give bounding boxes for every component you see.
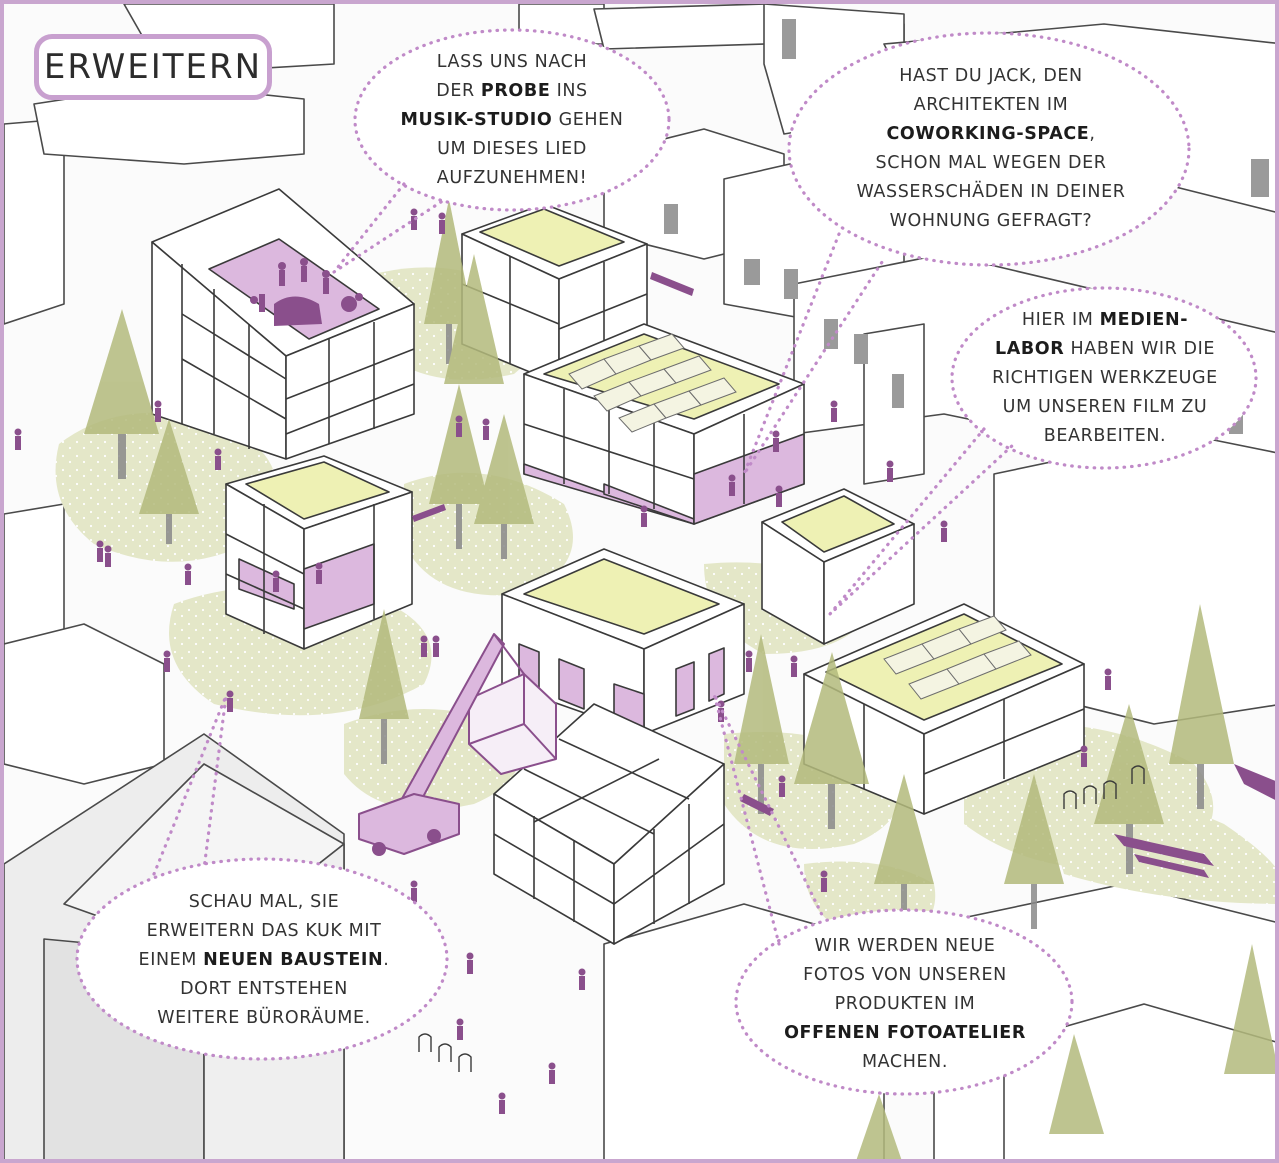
benches xyxy=(412,272,1275,878)
bubble-line: ARCHITEKTEN IM xyxy=(826,91,1156,120)
bubble-text-segment: MACHEN. xyxy=(861,1052,949,1072)
bubble-line: UM UNSEREN FILM ZU xyxy=(974,393,1236,422)
bubble-text-segment: DORT ENTSTEHEN xyxy=(180,979,348,999)
bubble-coworking-outline xyxy=(787,31,1191,267)
bubble-line: EINEM NEUEN BAUSTEIN. xyxy=(114,946,414,975)
bubble-line: SCHAU MAL, SIE xyxy=(114,888,414,917)
bubble-line: COWORKING-SPACE, xyxy=(826,120,1156,149)
bubble-line: LASS UNS NACH xyxy=(392,48,632,77)
bubble-line: HAST DU JACK, DEN xyxy=(826,62,1156,91)
bubble-text-segment: INS xyxy=(550,81,588,101)
bubble-text-segment: LASS UNS NACH xyxy=(436,52,588,72)
bubble-line: AUFZUNEHMEN! xyxy=(392,164,632,193)
bubble-text-segment: SCHAU MAL, SIE xyxy=(188,892,340,912)
bubble-line: WEITERE BÜRORÄUME. xyxy=(114,1004,414,1033)
isometric-campus-scene xyxy=(4,4,1275,1159)
bubble-highlight: COWORKING-SPACE xyxy=(886,124,1090,144)
bubble-highlight: NEUEN BAUSTEIN xyxy=(203,950,384,970)
bubble-studio-outline xyxy=(353,28,671,212)
bubble-text-segment: GEHEN xyxy=(552,110,624,130)
trees xyxy=(84,199,1275,1159)
title-badge: ERWEITERN xyxy=(34,34,272,100)
bubble-text-segment: WASSERSCHÄDEN IN DEINER xyxy=(856,182,1126,202)
bubble-text-segment: WIR WERDEN NEUE xyxy=(814,936,996,956)
bubble-line: MUSIK-STUDIO GEHEN xyxy=(392,106,632,135)
bubble-text-segment: HIER IM xyxy=(1021,310,1100,330)
bubble-fotoatelier-outline xyxy=(734,908,1074,1096)
bubble-medienlabor-tail xyxy=(828,427,1016,616)
title-text: ERWEITERN xyxy=(43,47,263,87)
background-building-windows xyxy=(664,19,1269,434)
bike-racks xyxy=(418,765,1145,1072)
bubble-text-segment: RICHTIGEN WERKZEUGE xyxy=(992,368,1218,388)
bubble-text-segment: EINEM xyxy=(138,950,204,970)
bubble-highlight: PROBE xyxy=(480,81,551,101)
bubble-baustein-tail xyxy=(152,695,228,876)
bubble-line: DORT ENTSTEHEN xyxy=(114,975,414,1004)
building-small-right xyxy=(761,488,915,645)
people xyxy=(14,208,1112,1114)
bubble-text-segment: HAST DU JACK, DEN xyxy=(899,66,1083,86)
bubble-text-segment: DER xyxy=(436,81,481,101)
right-building-solar-panels xyxy=(883,615,1032,700)
bubble-text-segment: UM DIESES LIED xyxy=(437,139,587,159)
coworking-solar-panels xyxy=(568,333,737,433)
bubble-highlight: OFFENEN FOTOATELIER xyxy=(784,1023,1026,1043)
bubble-line: FOTOS VON UNSEREN xyxy=(774,961,1036,990)
bubble-text-segment: WEITERE BÜRORÄUME. xyxy=(157,1008,371,1028)
rooftop-musicians xyxy=(250,258,363,326)
bubble-line: DER PROBE INS xyxy=(392,77,632,106)
bubble-text-segment: WOHNUNG GEFRAGT? xyxy=(889,211,1093,231)
bubble-studio-tail xyxy=(332,182,446,274)
bubble-coworking-text: HAST DU JACK, DEN ARCHITEKTEN IM COWORKING… xyxy=(826,62,1156,236)
bubble-line: HIER IM MEDIEN- xyxy=(974,306,1236,335)
bubble-highlight: LABOR xyxy=(994,339,1065,359)
bubble-fotoatelier-text: WIR WERDEN NEUE FOTOS VON UNSEREN PRODUKTE… xyxy=(774,932,1036,1077)
bubble-line: RICHTIGEN WERKZEUGE xyxy=(974,364,1236,393)
bubble-text-segment: , xyxy=(1089,124,1096,144)
building-fotoatelier xyxy=(501,548,745,735)
bubble-line: OFFENEN FOTOATELIER xyxy=(774,1019,1036,1048)
bubble-line: SCHON MAL WEGEN DER xyxy=(826,149,1156,178)
bubble-line: UM DIESES LIED xyxy=(392,135,632,164)
bubble-line: BEARBEITEN. xyxy=(974,422,1236,451)
bubble-text-segment: ERWEITERN DAS KUK MIT xyxy=(146,921,382,941)
bubble-text-segment: ARCHITEKTEN IM xyxy=(913,95,1069,115)
bubble-medienlabor-outline xyxy=(950,286,1258,470)
bubble-highlight: MUSIK-STUDIO xyxy=(400,110,553,130)
speech-bubbles xyxy=(75,28,1258,1096)
bubble-line: WIR WERDEN NEUE xyxy=(774,932,1036,961)
bubble-text-segment: . xyxy=(383,950,390,970)
bubble-line: ERWEITERN DAS KUK MIT xyxy=(114,917,414,946)
bubble-line: LABOR HABEN WIR DIE xyxy=(974,335,1236,364)
building-medienlabor xyxy=(225,455,413,650)
bubble-baustein-outline xyxy=(75,857,449,1061)
bubble-line: WASSERSCHÄDEN IN DEINER xyxy=(826,178,1156,207)
bubble-text-segment: UM UNSEREN FILM ZU xyxy=(1002,397,1208,417)
bubble-coworking-tail xyxy=(742,232,886,475)
bubble-line: MACHEN. xyxy=(774,1048,1036,1077)
bubble-line: PRODUKTEN IM xyxy=(774,990,1036,1019)
bubble-highlight: MEDIEN- xyxy=(1099,310,1189,330)
bubble-text-segment: PRODUKTEN IM xyxy=(834,994,976,1014)
bubble-text-segment: AUFZUNEHMEN! xyxy=(436,168,588,188)
bubble-text-segment: HABEN WIR DIE xyxy=(1064,339,1216,359)
bubble-text-segment: SCHON MAL WEGEN DER xyxy=(875,153,1107,173)
bubble-line: WOHNUNG GEFRAGT? xyxy=(826,207,1156,236)
bubble-baustein-text: SCHAU MAL, SIE ERWEITERN DAS KUK MIT EINEM… xyxy=(114,888,414,1033)
bubble-text-segment: FOTOS VON UNSEREN xyxy=(803,965,1007,985)
bubble-text-segment: BEARBEITEN. xyxy=(1043,426,1167,446)
crane-truck xyxy=(358,633,557,856)
